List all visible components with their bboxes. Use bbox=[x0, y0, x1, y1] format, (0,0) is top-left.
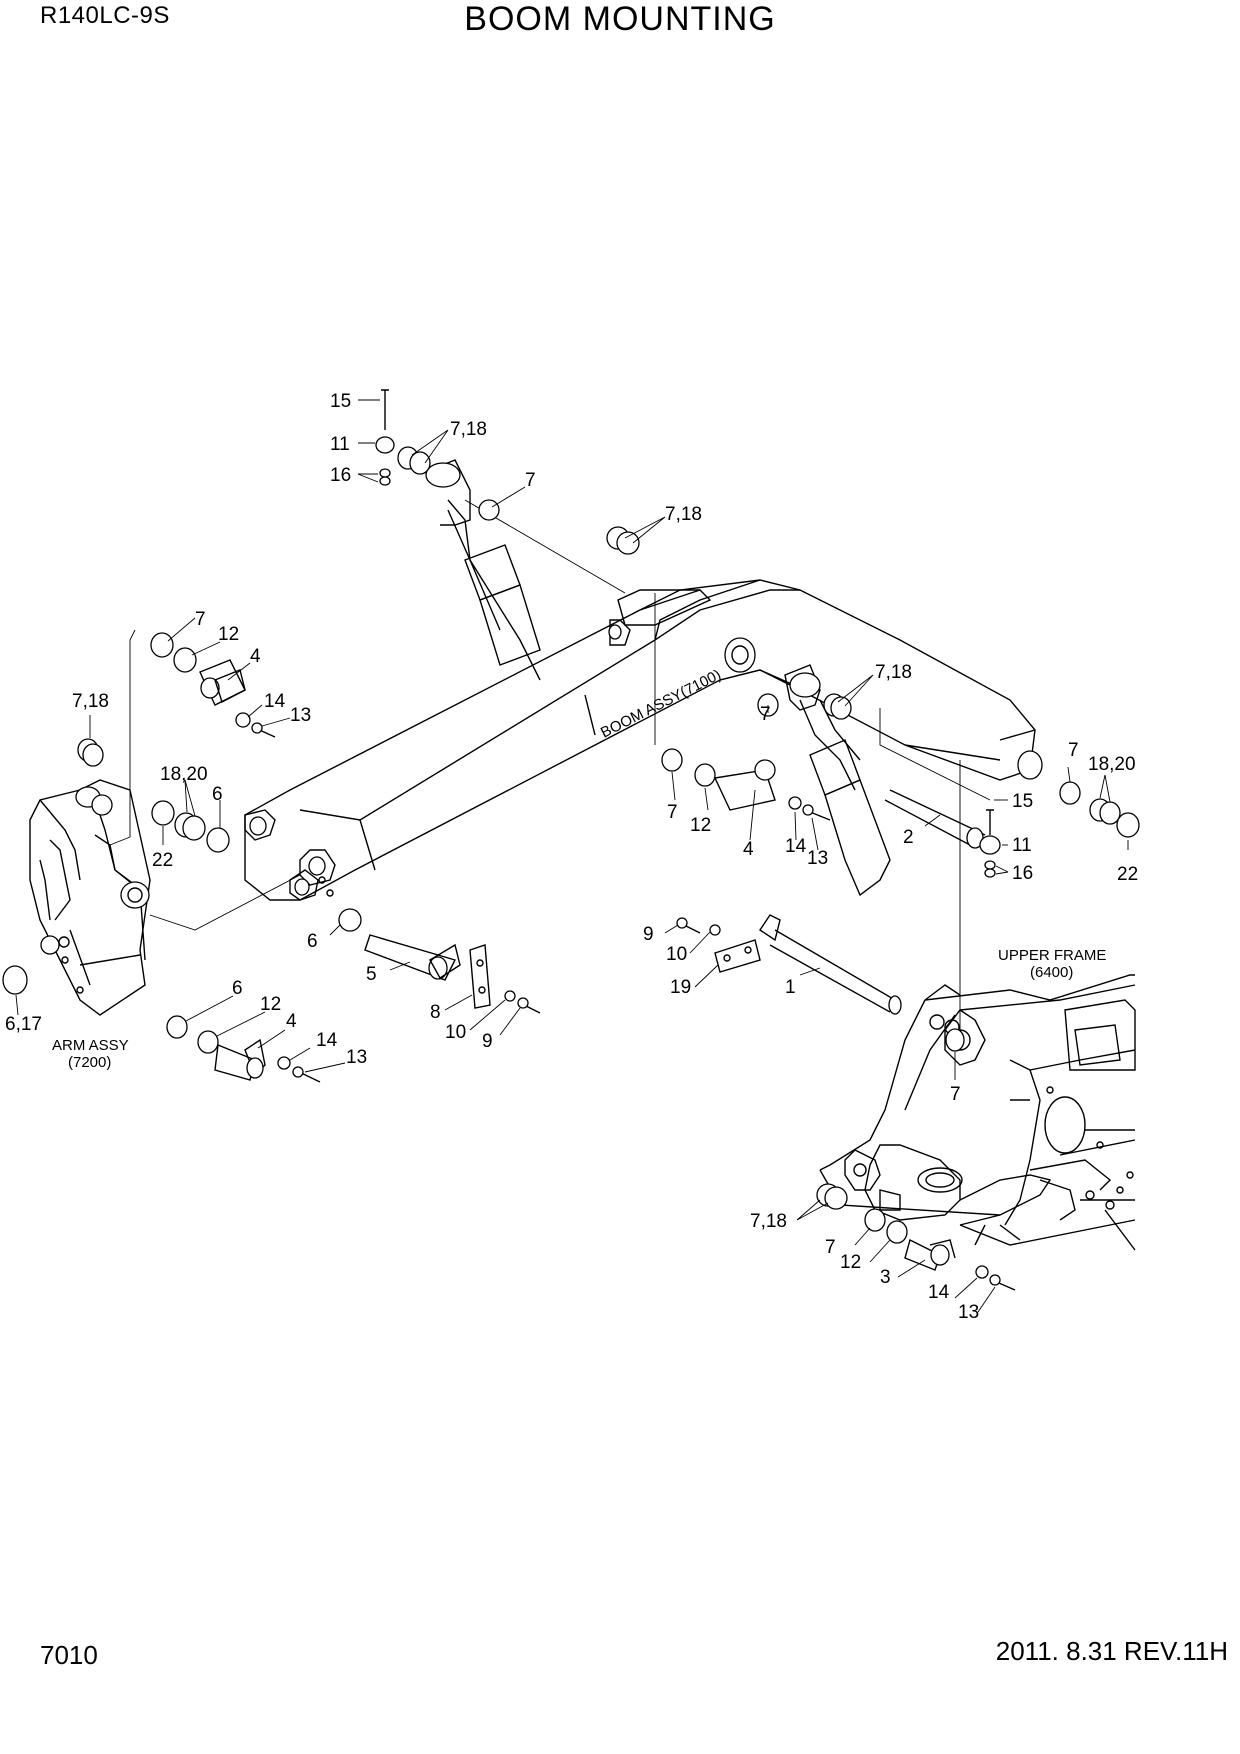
callout-label: 19 bbox=[670, 977, 691, 998]
callout-label: 8 bbox=[430, 1002, 441, 1023]
callout-label: 6,17 bbox=[5, 1014, 42, 1035]
callout-label: 2 bbox=[903, 827, 914, 848]
callout-label: 14 bbox=[316, 1030, 338, 1051]
arm-drawing bbox=[29, 779, 151, 1016]
callout-label: 1 bbox=[785, 977, 796, 998]
callout-label: 6 bbox=[212, 784, 223, 805]
callout-label: 3 bbox=[880, 1267, 891, 1288]
arm-assy-caption: ARM ASSY bbox=[52, 1037, 129, 1054]
callout-label: 10 bbox=[666, 944, 687, 965]
callout-label: 13 bbox=[807, 848, 828, 869]
callout-label: 7 bbox=[825, 1237, 836, 1258]
page-number: 7010 bbox=[40, 1640, 98, 1670]
callout-label: 14 bbox=[785, 836, 807, 857]
callout-label: 15 bbox=[330, 391, 351, 412]
model-code: R140LC-9S bbox=[40, 2, 170, 29]
upper-frame-caption: UPPER FRAME bbox=[998, 947, 1106, 964]
callout-label: 7 bbox=[950, 1084, 961, 1105]
callout-label: 10 bbox=[445, 1022, 466, 1043]
callout-label: 18,20 bbox=[1088, 754, 1136, 775]
callout-label: 7,18 bbox=[665, 504, 702, 525]
callout-label: 22 bbox=[1117, 864, 1138, 885]
callout-label: 15 bbox=[1012, 791, 1033, 812]
callout-label: 13 bbox=[290, 705, 311, 726]
callout-label: 4 bbox=[743, 839, 754, 860]
upper-frame-drawing bbox=[819, 974, 1136, 1251]
callout-label: 13 bbox=[958, 1302, 979, 1323]
page-title: BOOM MOUNTING bbox=[464, 0, 776, 38]
callout-label: 11 bbox=[1012, 835, 1032, 856]
boom-drawing bbox=[244, 579, 1043, 901]
revision-date: 2011. 8.31 REV.11H bbox=[995, 1636, 1228, 1666]
callout-label: 11 bbox=[330, 434, 350, 455]
callout-labels: 15 11 16 7,18 7 7,18 7 12 4 14 13 7,18 1… bbox=[5, 391, 1138, 1323]
lower-cylinder-drawing bbox=[784, 664, 891, 897]
callout-label: 7 bbox=[525, 470, 536, 491]
callout-label: 12 bbox=[840, 1252, 861, 1273]
callout-label: 7,18 bbox=[875, 662, 912, 683]
upper-frame-number: (6400) bbox=[1030, 964, 1073, 981]
callout-label: 12 bbox=[218, 624, 239, 645]
callout-label: 22 bbox=[152, 850, 173, 871]
callout-label: 4 bbox=[286, 1011, 297, 1032]
callout-label: 12 bbox=[260, 994, 281, 1015]
upper-cylinder-drawing bbox=[425, 459, 541, 681]
callout-label: 14 bbox=[264, 691, 286, 712]
callout-label: 4 bbox=[250, 646, 261, 667]
callout-label: 7,18 bbox=[450, 419, 487, 440]
callout-leaders bbox=[15, 399, 1129, 1313]
callout-label: 18,20 bbox=[160, 764, 208, 785]
callout-label: 9 bbox=[643, 924, 654, 945]
loose-parts bbox=[2, 389, 1140, 1291]
callout-label: 6 bbox=[232, 978, 243, 999]
callout-label: 7 bbox=[195, 609, 206, 630]
callout-label: 12 bbox=[690, 815, 711, 836]
boom-assy-caption: BOOM ASSY(7100) bbox=[598, 666, 724, 741]
callout-label: 16 bbox=[330, 465, 351, 486]
callout-label: 6 bbox=[307, 931, 318, 952]
callout-label: 9 bbox=[482, 1031, 493, 1052]
callout-label: 7 bbox=[760, 704, 771, 725]
arm-assy-number: (7200) bbox=[68, 1054, 111, 1071]
callout-label: 13 bbox=[346, 1047, 367, 1068]
callout-label: 16 bbox=[1012, 863, 1033, 884]
callout-label: 7 bbox=[1068, 740, 1079, 761]
callout-label: 14 bbox=[928, 1282, 950, 1303]
callout-label: 7 bbox=[667, 802, 678, 823]
callout-label: 7,18 bbox=[750, 1211, 787, 1232]
callout-label: 7,18 bbox=[72, 691, 109, 712]
callout-label: 5 bbox=[366, 964, 377, 985]
assembly-lines bbox=[109, 499, 991, 1040]
